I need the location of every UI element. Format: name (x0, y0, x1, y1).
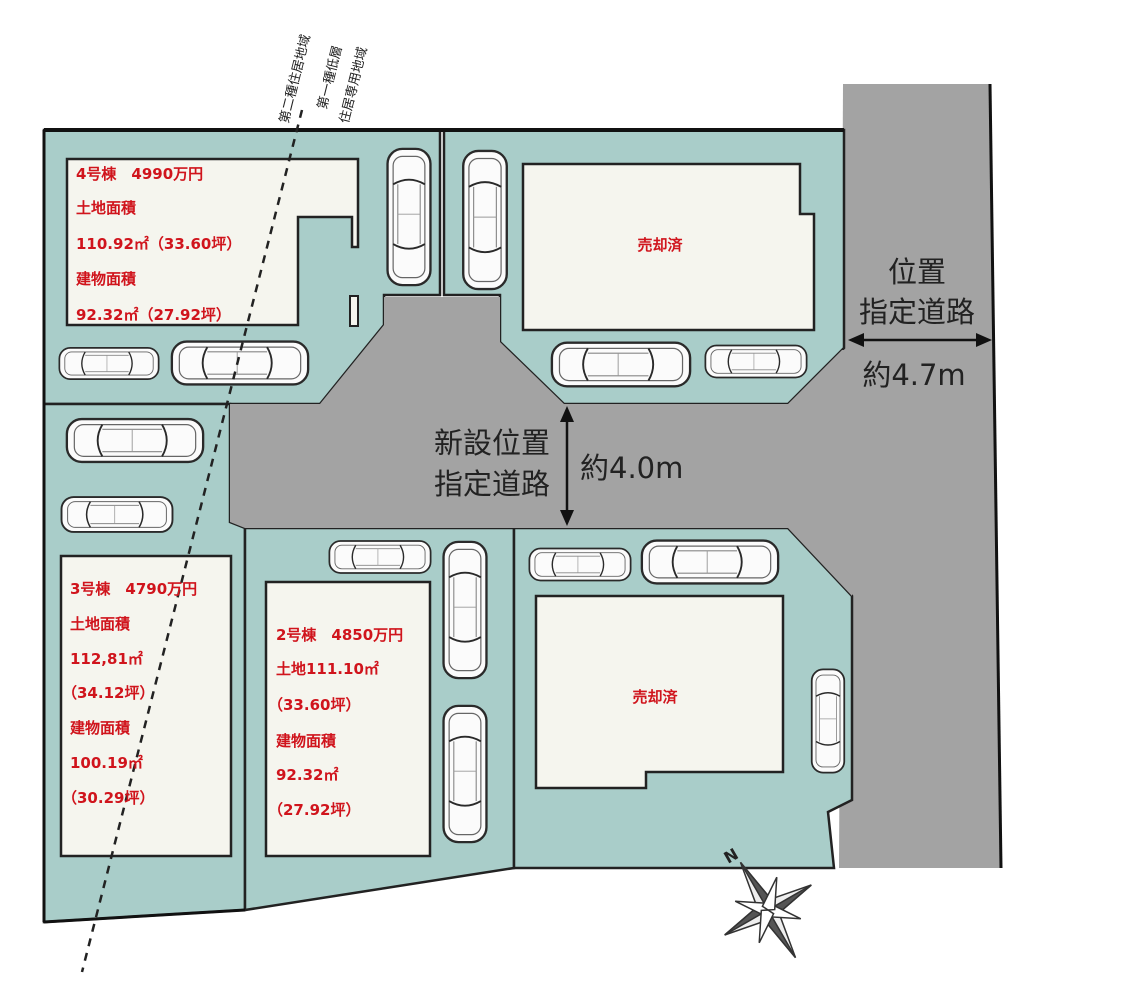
lot-3-line-4: 建物面積 (70, 719, 131, 737)
lot-3-title: 3号棟 4790万円 (70, 580, 197, 598)
zoning-boundary-line (80, 109, 304, 973)
house-lot-3 (59, 554, 233, 858)
zoning-label-a: 第二種住居地域 (276, 33, 314, 125)
lot-2-line-3: 建物面積 (276, 732, 337, 750)
new-road-width-arrow (560, 406, 574, 526)
east-road-label-line1: 位置 (888, 255, 946, 289)
lot-4-line-2: 110.92㎡（33.60坪） (76, 235, 241, 253)
east-road-label-line2: 指定道路 (859, 295, 975, 329)
lot-1-se-status: 売却済 (632, 688, 678, 706)
lot-3-line-2: 112,81㎡ (70, 650, 143, 668)
lot-4-line-1: 土地面積 (76, 199, 137, 217)
lot-2-title: 2号棟 4850万円 (276, 626, 403, 644)
east-road (839, 84, 1001, 868)
lot-4-title: 4号棟 4990万円 (76, 165, 203, 183)
zoning-label-b-line1: 第一種低層 (314, 44, 345, 111)
new-road-label-line2: 指定道路 (434, 467, 550, 501)
compass-rose-icon (724, 861, 812, 959)
lot-2-line-2: （33.60坪） (268, 696, 360, 714)
lot-3-line-1: 土地面積 (70, 615, 131, 633)
lot-3-line-5: 100.19㎡ (70, 754, 143, 772)
new-road-width: 約4.0m (580, 451, 683, 485)
lot-4-line-3: 建物面積 (76, 270, 137, 288)
lot-3-line-6: （30.29坪） (62, 789, 154, 807)
east-road-width-arrow (848, 333, 992, 347)
new-road (230, 297, 852, 596)
lot-2-line-5: （27.92坪） (268, 801, 360, 819)
house-lot-1-ne (521, 162, 816, 332)
house-lot-1-se (534, 594, 785, 790)
new-road-label-line1: 新設位置 (434, 426, 550, 460)
lot-2-line-4: 92.32㎡ (276, 766, 338, 784)
lot-1-ne-status: 売却済 (637, 236, 683, 254)
lot-2-line-1: 土地111.10㎡ (276, 660, 379, 678)
lot-3-line-3: （34.12坪） (62, 684, 154, 702)
house-lot-4 (65, 157, 360, 327)
lot-4-line-4: 92.32㎡（27.92坪） (76, 306, 231, 324)
east-road-width: 約4.7m (862, 358, 965, 392)
house-lot-2 (264, 580, 432, 858)
